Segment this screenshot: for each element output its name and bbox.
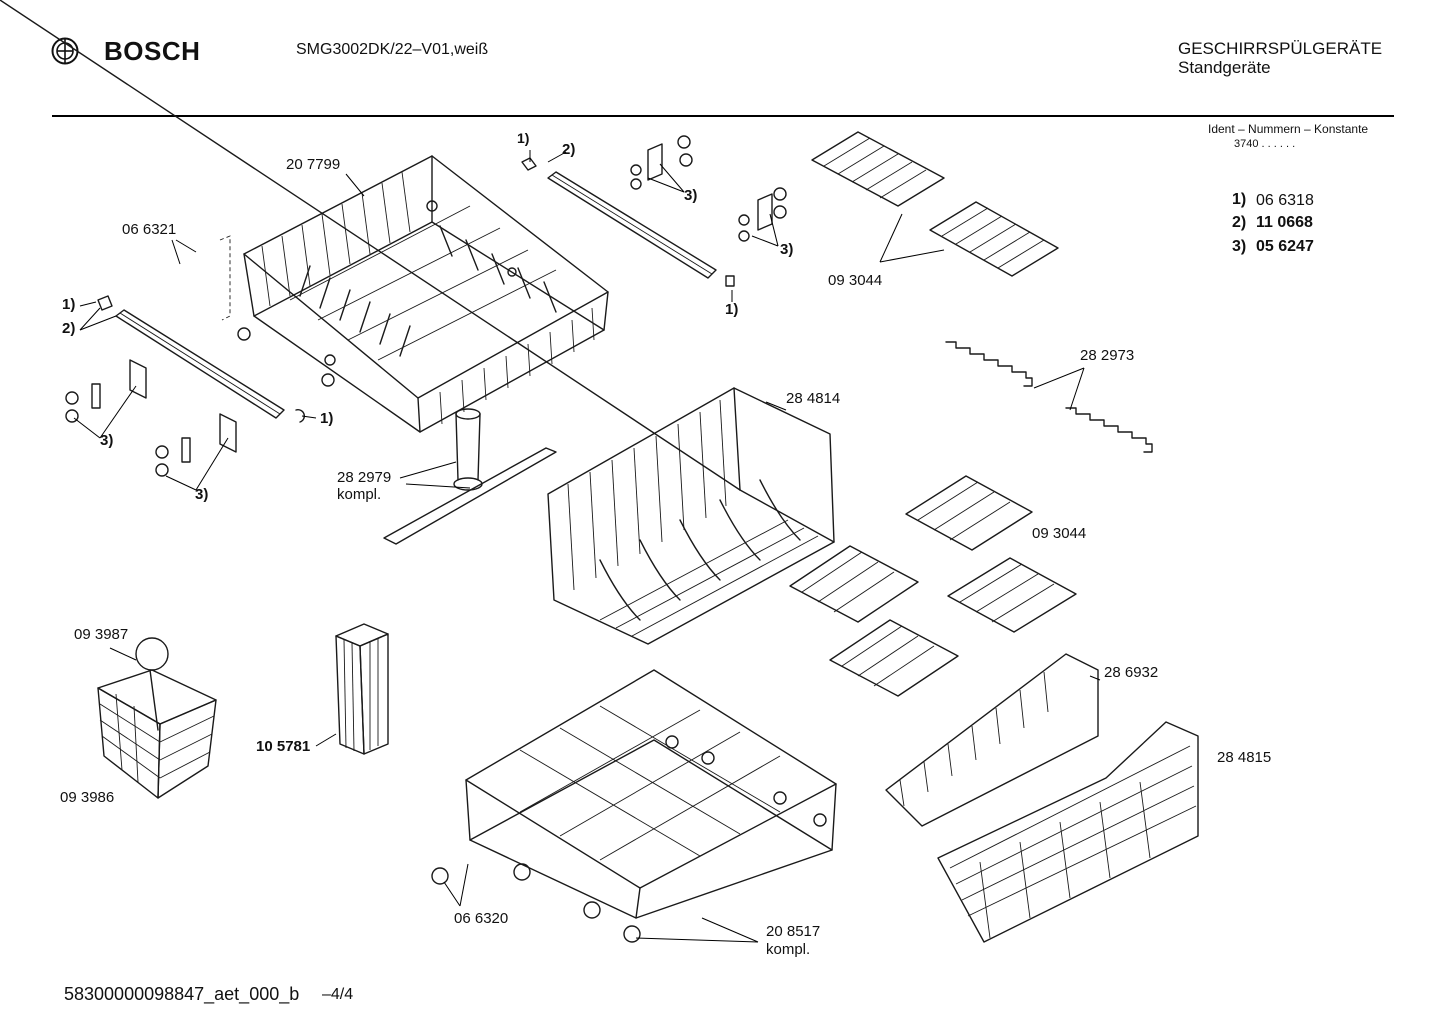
ident-constant: 3740 . . . . . .: [1234, 138, 1296, 150]
cutlery-basket-drawing: [97, 637, 217, 799]
step-rails-drawing: [945, 341, 1153, 453]
ident-value-3: 05 6247: [1256, 238, 1314, 255]
header-rule: [52, 115, 1394, 117]
callout-roller-a: 06 6321: [122, 221, 177, 238]
left-rail-drawing: [97, 295, 306, 423]
callout-cup-shelf-top: 09 3044: [828, 272, 883, 289]
callout-two-top: 2): [562, 141, 576, 158]
cup-shelves-mid-drawing: [789, 475, 1077, 697]
top-rail-drawing: [521, 157, 735, 287]
ident-key-2: 2): [1232, 214, 1247, 231]
model-number: SMG3002DK/22–V01,weiß: [296, 41, 489, 58]
callout-spray-arm: 28 2979: [337, 469, 392, 486]
subcategory-title: Standgeräte: [1178, 58, 1271, 77]
footer-page: –4/4: [322, 986, 354, 1003]
callout-rack-insert-b: 28 4815: [1217, 749, 1272, 766]
category-title: GESCHIRRSPÜLGERÄTE: [1178, 39, 1383, 58]
callout-one-left: 1): [62, 296, 76, 313]
callout-spray-arm-note: kompl.: [337, 486, 382, 503]
callout-one-top: 1): [517, 130, 530, 146]
ident-value-2: 11 0668: [1256, 214, 1313, 231]
callout-one-right: 1): [725, 301, 739, 318]
leader-lines: [73, 150, 1101, 943]
callout-one-mid: 1): [320, 410, 334, 427]
ident-value-1: 06 6318: [1256, 192, 1314, 209]
callout-upper-basket: 20 7799: [286, 156, 341, 173]
callout-mid-basket: 28 4814: [786, 390, 841, 407]
cup-shelf-top-drawing: [811, 131, 1059, 277]
ident-key-3: 3): [1232, 238, 1247, 255]
lower-basket-drawing: [431, 669, 837, 943]
spray-arm-drawing: [383, 408, 557, 545]
callout-three-c: 3): [100, 432, 114, 449]
rack-insert-a-drawing: [885, 653, 1099, 827]
middle-basket-drawing: [0, 0, 835, 645]
callout-cup-shelf-mid: 09 3044: [1032, 525, 1087, 542]
upper-basket-drawing: [219, 155, 609, 433]
ident-key-1: 1): [1232, 191, 1247, 208]
callout-three-d: 3): [195, 486, 209, 503]
callout-three-b: 3): [780, 241, 794, 258]
callout-lower-basket-note: kompl.: [766, 941, 811, 958]
rack-insert-b-drawing: [937, 721, 1199, 943]
ident-title: Ident – Nummern – Konstante: [1208, 122, 1369, 136]
callout-two-left: 2): [62, 320, 76, 337]
brand-name: BOSCH: [104, 36, 201, 66]
callout-three-a: 3): [684, 187, 698, 204]
footer-doc-id: 58300000098847_aet_000_b: [64, 984, 300, 1004]
callout-lower-basket: 20 8517: [766, 923, 821, 940]
insert-drawing: [335, 623, 389, 755]
bracket-set-top: [630, 135, 787, 242]
callout-insert: 10 5781: [256, 738, 311, 755]
callout-cutlery-basket: 09 3987: [74, 626, 129, 643]
bracket-set-left: [65, 359, 237, 477]
callout-roller-b: 06 6320: [454, 910, 509, 927]
callout-cutlery-basket-bottom: 09 3986: [60, 789, 115, 806]
callout-rack-insert-a: 28 6932: [1104, 664, 1159, 681]
callout-step-rails: 28 2973: [1080, 347, 1135, 364]
